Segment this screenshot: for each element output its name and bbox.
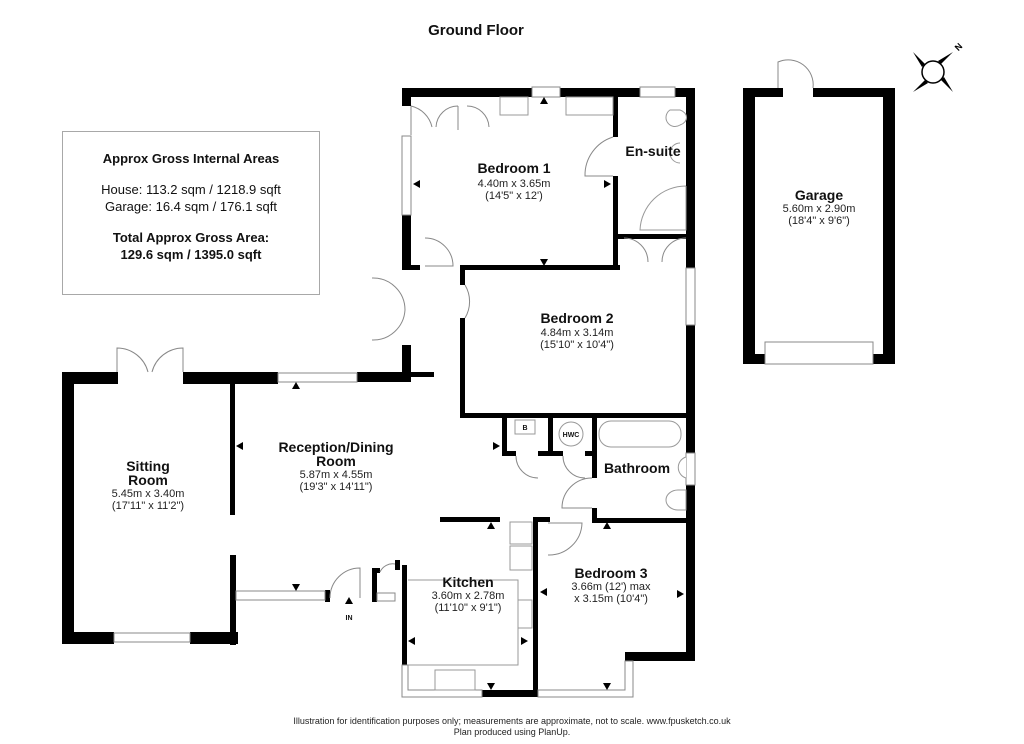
bedroom1-dim-metric: 4.40m x 3.65m	[478, 178, 551, 190]
bedroom1-dim-imperial: (14'5" x 12')	[485, 190, 543, 202]
boiler	[514, 419, 536, 435]
reception-label-2: Room	[316, 453, 356, 469]
bedroom3-dim-line1: 3.66m (12') max	[571, 581, 651, 593]
dimension-arrows	[236, 97, 684, 690]
floor-title: Ground Floor	[428, 22, 524, 39]
ensuite-label: En-suite	[625, 143, 680, 159]
bedroom2-dim-imperial: (15'10" x 10'4")	[540, 339, 614, 351]
garage-area: Garage: 16.4 sqm / 176.1 sqft	[105, 199, 277, 214]
garage-label: Garage	[795, 187, 843, 203]
garage-dim-metric: 5.60m x 2.90m	[783, 203, 856, 215]
sitting-room-label-2: Room	[128, 472, 168, 488]
doors	[116, 59, 814, 599]
reception-label-1: Reception/Dining	[278, 439, 393, 455]
sitting-room-label-1: Sitting	[126, 458, 170, 474]
area-summary-heading: Approx Gross Internal Areas	[102, 151, 280, 166]
walls	[62, 88, 895, 697]
hwc-label: HWC	[563, 432, 580, 439]
reception-dim-metric: 5.87m x 4.55m	[300, 469, 373, 481]
entrance-label: IN	[346, 615, 353, 622]
windows	[113, 86, 874, 698]
bedroom1-label: Bedroom 1	[477, 160, 550, 176]
north-label: N	[953, 41, 965, 53]
boiler-label: B	[522, 425, 527, 432]
kitchen-dim-imperial: (11'10" x 9'1")	[435, 602, 502, 614]
garage-dim-imperial: (18'4" x 9'6")	[788, 215, 850, 227]
hot-water-cylinder	[558, 421, 584, 447]
sitting-room-dim-imperial: (17'11" x 11'2")	[112, 500, 184, 512]
total-area-heading: Total Approx Gross Area:	[112, 230, 270, 245]
credit-line: Plan produced using PlanUp.	[453, 727, 571, 737]
bathroom-label: Bathroom	[604, 460, 670, 476]
bedroom2-label: Bedroom 2	[540, 310, 613, 326]
compass-icon: N	[913, 41, 964, 92]
bedroom2-dim-metric: 4.84m x 3.14m	[541, 327, 614, 339]
kitchen-dim-metric: 3.60m x 2.78m	[432, 590, 505, 602]
disclaimer-footer: Illustration for identification purposes…	[0, 716, 1024, 738]
area-summary-box: Approx Gross Internal Areas House: 113.2…	[62, 131, 320, 295]
bedroom3-label: Bedroom 3	[574, 565, 647, 581]
fixtures	[408, 96, 688, 691]
disclaimer-line: Illustration for identification purposes…	[293, 716, 731, 726]
total-area-value: 129.6 sqm / 1395.0 sqft	[120, 247, 262, 262]
reception-dim-imperial: (19'3" x 14'11")	[300, 481, 373, 493]
kitchen-label: Kitchen	[442, 574, 493, 590]
house-area: House: 113.2 sqm / 1218.9 sqft	[101, 182, 281, 197]
sitting-room-dim-metric: 5.45m x 3.40m	[112, 488, 185, 500]
bedroom3-dim-line2: x 3.15m (10'4")	[574, 593, 648, 605]
